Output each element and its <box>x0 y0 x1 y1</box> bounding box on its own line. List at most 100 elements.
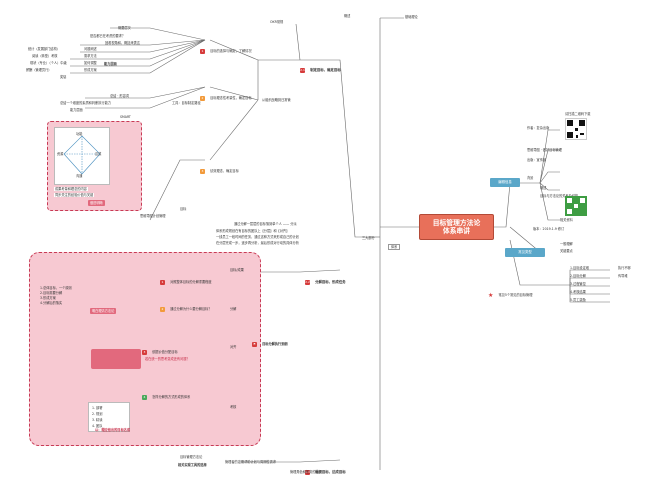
s2-right-label-2: 对齐 <box>230 345 237 349</box>
central-topic-line1: 目标管理方法论 <box>432 219 481 227</box>
s3-bottom-left-1: 相关实现工具的选择 <box>178 463 207 467</box>
s1-note-a-2: 回看视角和，概括来表达 <box>105 41 141 45</box>
cycle-label-2: 资源 <box>57 152 64 156</box>
s2-core[interactable]: ⚑ 目标分解执行到细 <box>252 330 288 349</box>
branch-summary[interactable]: 概述 <box>344 14 351 18</box>
bb-item-2: 3.过程管控 <box>570 282 586 286</box>
s1-note-a-6: 薪酬（管理员行） <box>26 68 52 72</box>
s1-note-b-3: 形成方案 <box>84 68 97 72</box>
section2-heading[interactable]: 2.2 分解目标，形成任务 <box>305 268 346 287</box>
s2-right-label-1: 分解 <box>230 307 237 311</box>
section2-item-1[interactable]: 1 对照整体目标的分解重要程度 <box>160 280 212 285</box>
section1-item-1-text: 目标的选择与确定，了解情况 <box>210 49 252 53</box>
s2-top-note-2: 一线员工一段时间的任务，通过这种方式来形成自己的计划 <box>216 235 299 239</box>
flag-icon: ⚑ <box>252 342 257 347</box>
branch-body[interactable]: 体系 <box>388 244 401 250</box>
section3-title: 组织目标，达成目标 <box>315 470 346 474</box>
right-line-3: 背景 <box>527 176 534 180</box>
s1-note-b-2: 如何调整 <box>84 61 97 65</box>
bb-item-0-a: 1.目标设定难 <box>570 266 589 270</box>
qr-code-green-icon <box>565 196 587 216</box>
s3-item-0: 管理者的定期帮助计划与周期性需求 <box>225 460 276 464</box>
central-topic-line2: 体系串讲 <box>442 227 471 236</box>
section2-pink-panel <box>29 252 261 446</box>
right-date-line: 版本：2019.1.9 修订 <box>533 227 565 231</box>
s2-list-b-0: 1. 部署 <box>92 406 103 410</box>
s2-right-label-3: 考核 <box>230 405 237 409</box>
s2-top-note-1: 体系形成规划在有目标的团队上【分层】和【对齐】 <box>216 229 290 233</box>
s2-list-b-2: 3. 精读 <box>92 418 103 422</box>
section2-badge: 2.2 <box>305 280 310 285</box>
section1-item-2-text: 目标理念性考量性，确定目标 <box>210 96 252 100</box>
s1-note-c-2: 工具：目标制定路径 <box>172 101 201 105</box>
section1-title: 制定目标，确定目标 <box>310 68 341 72</box>
s2-red-question: 若在统一的思考变成还有问题？ <box>145 357 190 361</box>
s2-list-b-1: 2. 规划 <box>92 412 103 416</box>
cycle-label-3: 沟通 <box>76 174 83 178</box>
bb-item-0-b: 执行不够 <box>618 266 631 270</box>
s2-list-b-box: 1. 部署 2. 规划 3. 精读 4. 团队 <box>88 402 130 432</box>
bb-item-4: 5.员工激励 <box>570 298 586 302</box>
branch-top-edge[interactable]: 基础理论 <box>405 15 418 19</box>
section2-item-1-text: 对照整体目标的分解重要程度 <box>170 280 212 284</box>
section2-item-2-text: 通过分解为什么要分解目标？ <box>170 307 212 311</box>
bb-item-3: 4.考核结果 <box>570 290 586 294</box>
s2-pink-heading[interactable]: 明白理清方法论 <box>90 308 117 314</box>
section1-item-3[interactable]: 3 绩效理念，确定目标 <box>200 169 239 174</box>
qr-caption-top: 请扫描二维码下载 <box>565 112 591 116</box>
section1-badge: 2.1 <box>300 68 305 73</box>
section1-sub-left: OKR常规 <box>270 20 284 24</box>
section2-item-4-text: 怎样分解的方式形成的体系 <box>152 395 191 399</box>
s2-detail-2: 3.形成方案 <box>40 296 56 300</box>
s1-note-a-1: 是否都已在考虑的要求？ <box>90 34 126 38</box>
section1-sub-source: 从组织战略到日常管 <box>262 98 291 102</box>
s2-red-box <box>91 349 141 369</box>
section1-item-2[interactable]: 2 目标理念性考量性，确定目标 <box>200 96 252 101</box>
section1-heading[interactable]: 2.1 制定目标，确定目标 <box>300 56 341 75</box>
section2-item-2[interactable]: 2 通过分解为什么要分解目标？ <box>160 307 212 312</box>
central-topic[interactable]: 目标管理方法论 体系串讲 <box>419 214 494 240</box>
section2-item-4[interactable]: 4 怎样分解的方式形成的体系 <box>142 395 191 400</box>
section2-title: 分解目标，形成任务 <box>315 280 346 284</box>
s2-top-note-3: 在分层完成一步，逐步再分析，最后形成对行动的具体分析 <box>216 241 299 245</box>
section2-item-3[interactable]: 3 依据价值分配目标 <box>142 350 178 355</box>
s1-below-panel-1: 目标 <box>180 207 187 211</box>
s2-right-label-0: 目标/成果 <box>230 268 244 272</box>
bottom-branch-heading[interactable]: ★ 常见5个常见的目标管理 <box>488 282 532 301</box>
bb-item-1-a: 2.目标分解 <box>570 274 586 278</box>
s2-core-label: 目标分解执行到细 <box>262 342 288 346</box>
s1-note-a-7: 奖惩 <box>60 75 67 79</box>
s1-below-panel-0: 思维导图计划管理 <box>140 214 166 218</box>
s2-footer-item: 以：理应给出的目标达成 <box>95 428 131 432</box>
s1-note-c-1: 总结一个维度的素质和判断执行能力 <box>60 101 111 105</box>
section1-pink-panel: 功能 达成 资源 沟通 成果考量和理念的内容 同步关注的经验价值与关键 做进明晰 <box>47 121 142 211</box>
s1-note-a-0: 概要层次 <box>118 26 131 30</box>
panel-note-1: 同步关注的经验价值与关键 <box>54 193 95 197</box>
section1-item-1[interactable]: 1 目标的选择与确定，了解情况 <box>200 49 252 54</box>
cycle-label-1: 达成 <box>95 152 102 156</box>
qr-caption-bottom: 相关资料 <box>560 218 573 222</box>
panel-note-0: 成果考量和理念的内容 <box>54 187 88 191</box>
extra-branch-heading[interactable]: 常见类型 <box>505 248 545 257</box>
branch-three-parts[interactable]: 三大部分 <box>362 236 375 240</box>
qr-code-icon <box>565 118 587 140</box>
panel-cta[interactable]: 做进明晰 <box>88 200 105 206</box>
section2-item-3-text: 依据价值分配目标 <box>152 350 178 354</box>
cycle-diagram-arrows <box>63 135 101 175</box>
s2-detail-0: 1.总体目标，一个原则 <box>40 286 72 290</box>
right-line-4: 概述 <box>540 186 547 190</box>
right-line-5: 目标与方法论的关系及结构 <box>540 194 579 198</box>
cycle-diagram: 功能 达成 资源 沟通 <box>54 127 110 185</box>
s1-note-a-3: 统计（发展部门结构） <box>28 47 60 51</box>
section3-badge: 2.3 <box>305 470 310 475</box>
extra-item-1: 关键要点 <box>560 249 573 253</box>
right-panel-heading[interactable]: 编辑信息 <box>490 178 520 187</box>
bottom-branch-title: 常见5个常见的目标管理 <box>498 293 533 297</box>
s1-note-b-1: 需求方法 <box>84 54 97 58</box>
s3-bottom-left-0: 目标管理方法论 <box>180 455 203 459</box>
s3-item-1: 管理角色和任务的审视 <box>290 470 322 474</box>
section3-heading[interactable]: 2.3 组织目标，达成目标 <box>305 458 346 477</box>
s1-note-c-0: 总结 · 形容词 <box>110 94 129 98</box>
extra-item-0: 一般理解 <box>560 242 573 246</box>
s1-note-b-0: 问题阐述 <box>84 47 97 51</box>
